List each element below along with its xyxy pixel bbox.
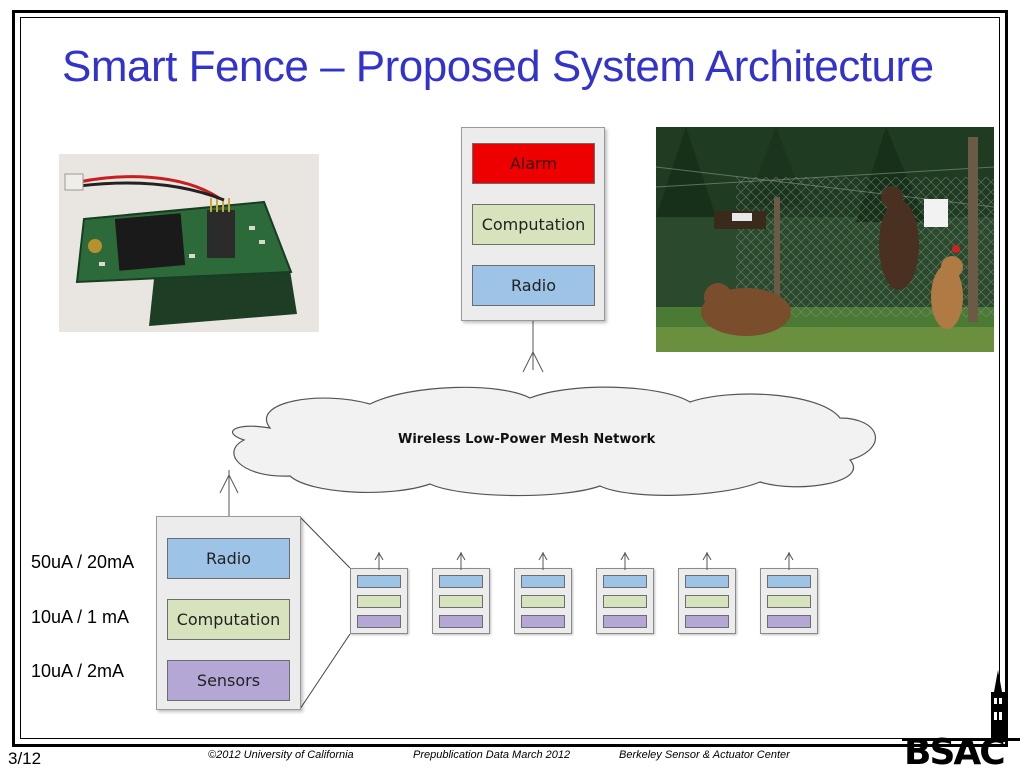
- mesh-node-antenna-icon: [784, 552, 794, 570]
- mesh-node-sensors: [767, 615, 811, 628]
- sensor-node: Radio Computation Sensors: [156, 516, 301, 710]
- mesh-network-cloud: [231, 386, 877, 497]
- mesh-node-computation: [685, 595, 729, 608]
- alarm-module: Alarm: [472, 143, 595, 184]
- mesh-node-antenna-icon: [456, 552, 466, 570]
- footer-copyright: ©2012 University of California: [208, 749, 354, 761]
- mesh-node-sensors: [685, 615, 729, 628]
- network-label: Wireless Low-Power Mesh Network: [398, 432, 656, 447]
- base-radio-module: Radio: [472, 265, 595, 306]
- mesh-node-radio: [685, 575, 729, 588]
- sensor-computation-module: Computation: [167, 599, 290, 640]
- sensors-current-label: 10uA / 2mA: [31, 661, 125, 681]
- mesh-node-sensors: [521, 615, 565, 628]
- computation-current-label: 10uA / 1 mA: [31, 607, 130, 627]
- mesh-node: [678, 568, 736, 634]
- mesh-node: [350, 568, 408, 634]
- svg-text:BSAC: BSAC: [904, 732, 1004, 768]
- footer-note: Prepublication Data March 2012: [413, 749, 571, 761]
- mesh-node: [596, 568, 654, 634]
- page-number: 3/12: [8, 749, 42, 768]
- mesh-node: [514, 568, 572, 634]
- sensor-radio-module: Radio: [167, 538, 290, 579]
- slide-border-outer: [12, 10, 1008, 747]
- mesh-node-antenna-icon: [374, 552, 384, 570]
- mesh-node-radio: [357, 575, 401, 588]
- mesh-node-radio: [439, 575, 483, 588]
- mesh-node-radio: [521, 575, 565, 588]
- slide-title: Smart Fence – Proposed System Architectu…: [62, 42, 934, 91]
- bear-fence-photo: [656, 127, 994, 352]
- circuit-board-photo: [59, 154, 319, 332]
- slide-border-inner: [20, 17, 1000, 739]
- mesh-node-radio: [603, 575, 647, 588]
- base-computation-module: Computation: [472, 204, 595, 245]
- mesh-node-sensors: [603, 615, 647, 628]
- bsac-logo: BSAC: [902, 664, 1020, 773]
- mesh-node-sensors: [357, 615, 401, 628]
- mesh-node: [432, 568, 490, 634]
- mesh-node-computation: [603, 595, 647, 608]
- mesh-node-antenna-icon: [620, 552, 630, 570]
- mesh-node: [760, 568, 818, 634]
- mesh-node-antenna-icon: [702, 552, 712, 570]
- radio-current-label: 50uA / 20mA: [31, 552, 135, 572]
- sensors-module: Sensors: [167, 660, 290, 701]
- mesh-node-computation: [521, 595, 565, 608]
- footer-center: Berkeley Sensor & Actuator Center: [619, 749, 790, 761]
- mesh-node-sensors: [439, 615, 483, 628]
- mesh-node-computation: [439, 595, 483, 608]
- base-station-node: Alarm Computation Radio: [461, 127, 605, 321]
- mesh-node-computation: [357, 595, 401, 608]
- mesh-node-computation: [767, 595, 811, 608]
- mesh-node-radio: [767, 575, 811, 588]
- mesh-node-antenna-icon: [538, 552, 548, 570]
